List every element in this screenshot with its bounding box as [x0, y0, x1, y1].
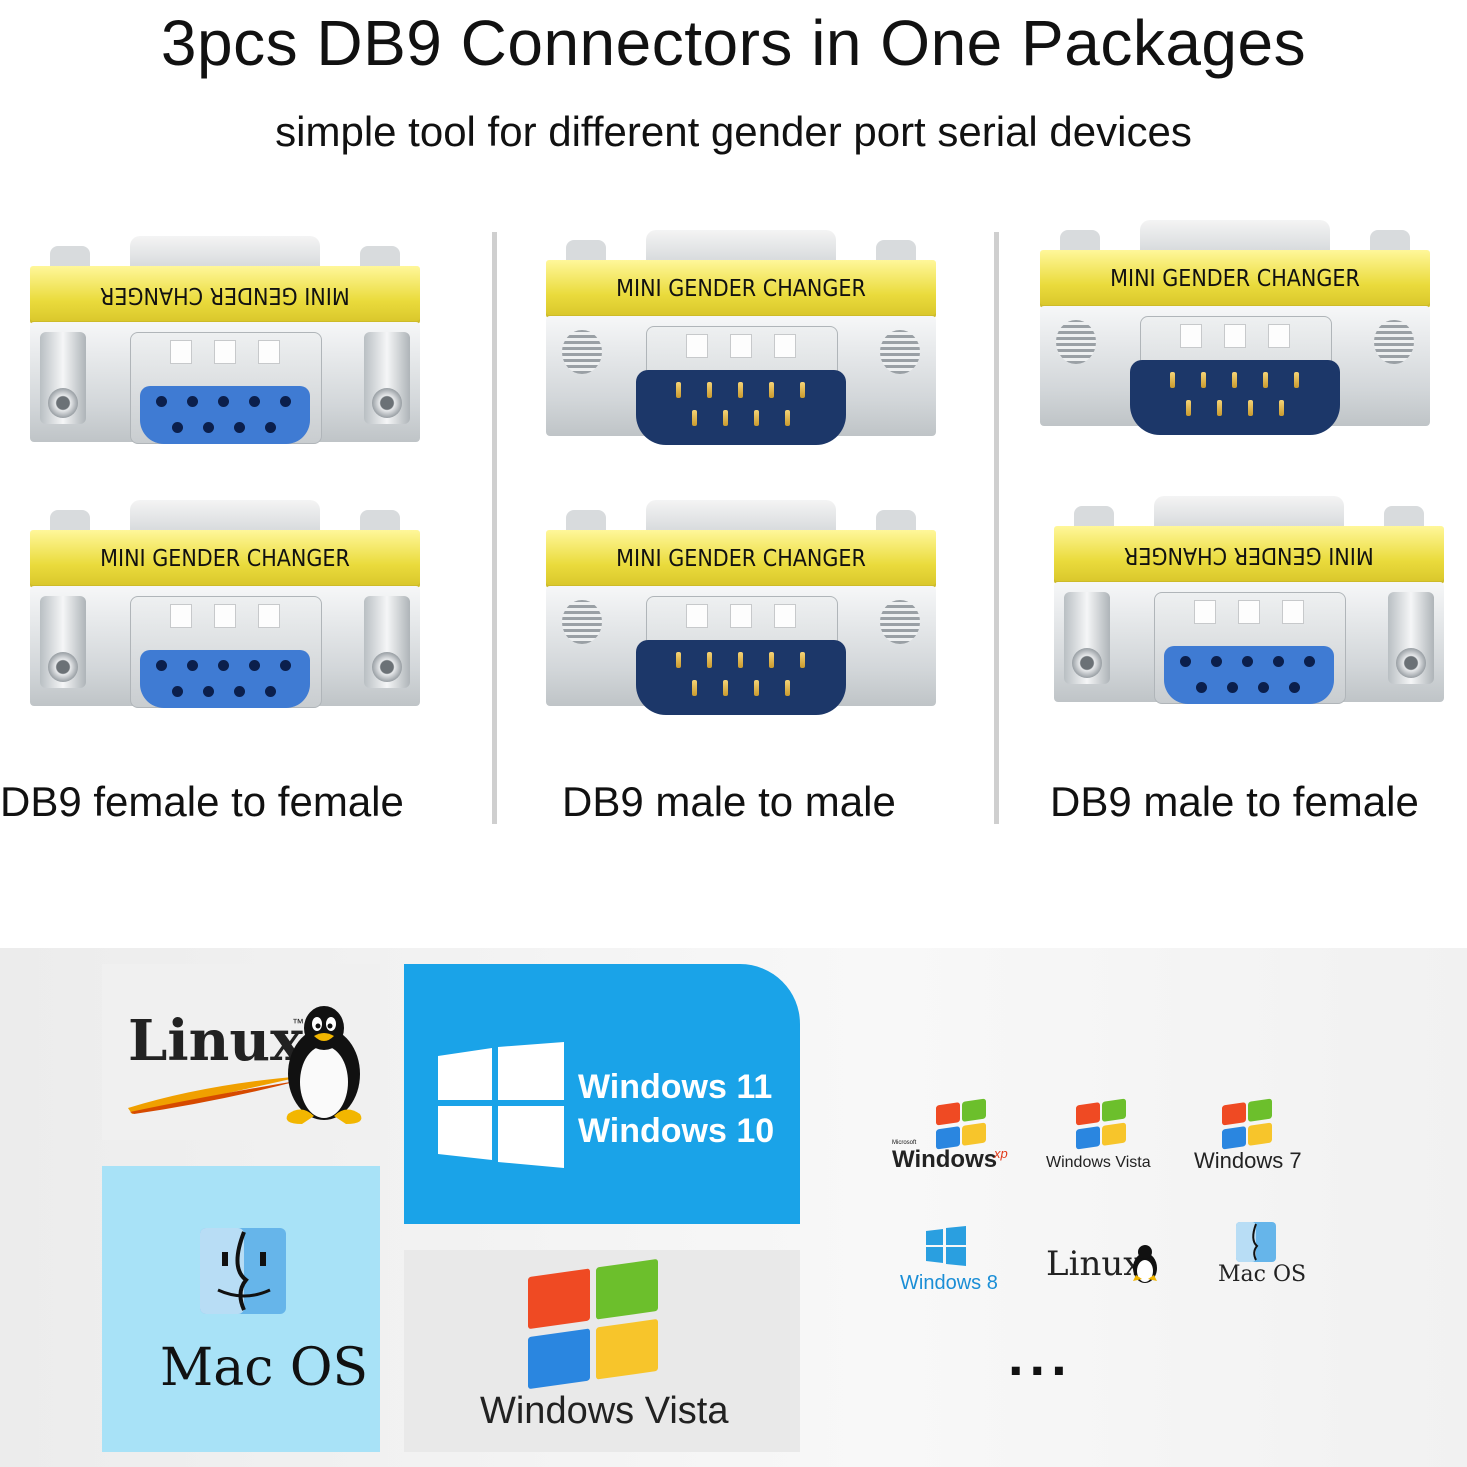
connector-label: MINI GENDER CHANGER — [30, 530, 420, 588]
linux-tile: Linux ™ — [102, 964, 380, 1140]
mac-os-label: Mac OS — [160, 1338, 369, 1398]
female-socket-face — [1164, 646, 1334, 704]
page-title: 3pcs DB9 Connectors in One Packages — [160, 7, 1307, 79]
windows-flag-icon — [1222, 1098, 1272, 1150]
os-compatibility-panel: Linux ™ Mac OS — [0, 948, 1467, 1467]
windows-11-label: Windows 11 — [578, 1068, 773, 1106]
male-pin-face — [636, 370, 846, 445]
female-socket-face — [140, 386, 310, 444]
db9-male-connector: MINI GENDER CHANGER — [546, 230, 936, 460]
db9-female-connector: MINI GENDER CHANGER — [1054, 496, 1444, 726]
windows-flag-icon — [528, 1258, 658, 1390]
db9-female-connector: MINI GENDER CHANGER — [30, 236, 420, 466]
more-os-ellipsis: ... — [1008, 1324, 1073, 1387]
windows-logo-icon — [438, 1042, 564, 1168]
column-divider — [492, 232, 497, 824]
tux-penguin-icon — [286, 1006, 362, 1124]
windows-10-label: Windows 10 — [578, 1112, 775, 1150]
windows-vista-tile: Windows Vista — [404, 1250, 800, 1452]
linux-swoosh-icon — [128, 1076, 304, 1114]
male-pin-face — [1130, 360, 1340, 435]
caption-male-to-male: DB9 male to male — [562, 778, 896, 825]
linux-logo-text: Linux — [128, 1008, 304, 1074]
windows-8-icon — [926, 1226, 966, 1266]
windows-11-10-tile: Windows 11 Windows 10 — [404, 964, 800, 1224]
windows-flag-icon — [936, 1098, 986, 1150]
page-subtitle: simple tool for different gender port se… — [275, 108, 1192, 155]
connector-label: MINI GENDER CHANGER — [30, 266, 420, 324]
caption-male-to-female: DB9 male to female — [1050, 778, 1419, 825]
connector-label: MINI GENDER CHANGER — [546, 260, 936, 318]
mac-os-tile: Mac OS — [102, 1166, 380, 1452]
connector-label: MINI GENDER CHANGER — [1054, 526, 1444, 584]
windows-flag-icon — [1076, 1098, 1126, 1150]
column-divider — [994, 232, 999, 824]
tux-penguin-icon — [1133, 1245, 1157, 1283]
caption-female-to-female: DB9 female to female — [0, 778, 404, 825]
connector-label: MINI GENDER CHANGER — [1040, 250, 1430, 308]
db9-female-connector: MINI GENDER CHANGER — [30, 500, 420, 730]
db9-male-connector: MINI GENDER CHANGER — [1040, 220, 1430, 450]
mac-finder-icon — [200, 1228, 286, 1314]
male-pin-face — [636, 640, 846, 715]
female-socket-face — [140, 650, 310, 708]
windows-vista-label: Windows Vista — [480, 1390, 729, 1432]
mac-finder-icon — [1236, 1222, 1276, 1262]
connector-label: MINI GENDER CHANGER — [546, 530, 936, 588]
db9-male-connector: MINI GENDER CHANGER — [546, 500, 936, 730]
